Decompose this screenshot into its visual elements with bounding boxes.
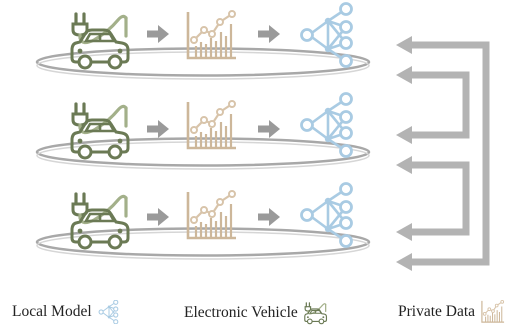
client-row-1 (35, 2, 371, 80)
arrow-right-icon (258, 25, 280, 43)
electric-car-icon (70, 102, 130, 160)
arrow-right-icon (258, 208, 280, 226)
legend-item-vehicle: Electronic Vehicle (184, 300, 328, 325)
line-chart-icon (186, 189, 238, 240)
aggregation-arrows (396, 36, 490, 271)
line-chart-icon (481, 300, 505, 323)
arrow-right-icon (147, 25, 169, 43)
legend-item-data: Private Data (398, 300, 505, 324)
legend-label: Private Data (398, 303, 476, 320)
client-disk (35, 137, 371, 167)
electric-car-icon (303, 302, 327, 325)
legend: Local Model Electronic Vehicle Private D… (0, 292, 529, 331)
client-disk (35, 227, 371, 257)
line-chart-icon (186, 9, 238, 60)
arrow-right-icon (147, 120, 169, 138)
line-chart-icon (186, 99, 238, 150)
legend-item-model: Local Model (12, 300, 120, 324)
client-row-3 (35, 182, 371, 260)
legend-label: Electronic Vehicle (184, 303, 298, 321)
neural-network-icon (98, 300, 118, 324)
arrow-right-icon (258, 120, 280, 138)
client-row-2 (35, 92, 371, 170)
electric-car-icon (70, 12, 130, 70)
arrow-right-icon (147, 208, 169, 226)
client-disk (35, 47, 371, 77)
legend-label: Local Model (12, 303, 92, 320)
electric-car-icon (70, 192, 130, 250)
